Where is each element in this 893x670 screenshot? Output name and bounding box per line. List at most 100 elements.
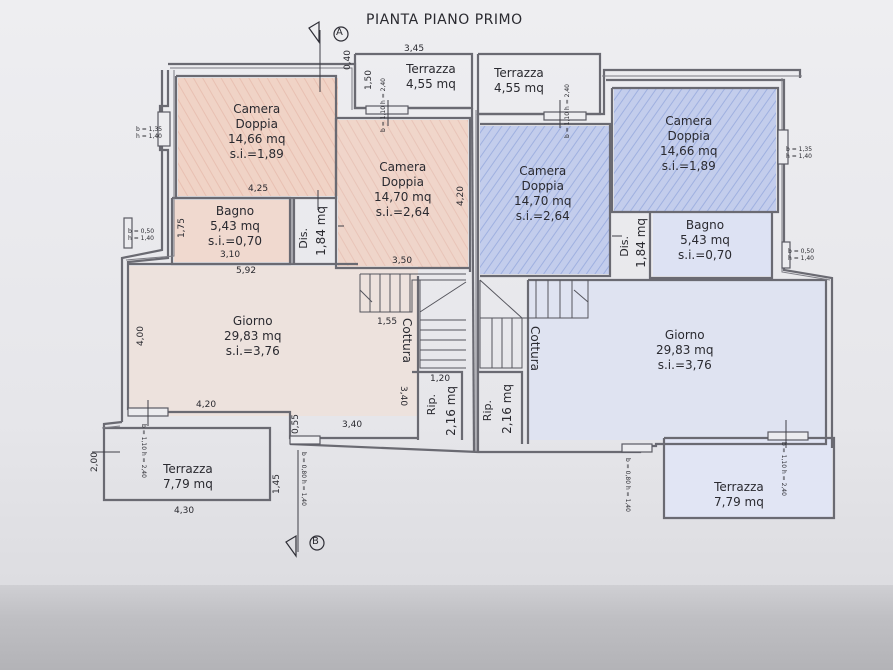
dis-left-label: Dis. [297,228,310,249]
dimension-label: 3,10 [220,250,241,260]
room-area: 5,43 mq [210,219,260,233]
room-name-2: Doppia [667,129,710,143]
window-label: b = 0,50 h = 1,40 [128,228,154,242]
window-width: b = 1,10 [140,424,147,451]
rip-left-label: Rip. [425,394,438,416]
window-label: b = 0,80 h = 1,40 [624,458,631,512]
room-area: 14,66 mq [228,132,286,146]
dimension-label: 2,00 [90,452,100,473]
fill-giorno-right [528,280,826,440]
room-name: Camera [519,164,567,178]
dimension-label: 3,45 [404,44,425,54]
room-area: 7,79 mq [714,495,764,509]
room-terrazza-top-right: Terrazza 4,55 mq [494,66,544,96]
room-si: s.i.=0,70 [208,234,262,248]
rip-area-left: 2,16 mq [444,386,458,436]
window-height: h = 1,40 [624,485,631,512]
room-name: Giorno [232,314,273,328]
dimension-label: 1,45 [272,474,282,495]
window-height: h = 1,40 [786,153,813,160]
room-area: 14,70 mq [514,194,572,208]
room-si: s.i.=0,70 [678,248,732,262]
table-surface [0,585,893,670]
window-width: b = 1,10 [564,111,571,138]
window-height: h = 1,40 [300,479,307,506]
room-giorno-left: Giorno 29,83 mq s.i.=3,76 [224,314,281,359]
fill-camera-left [178,78,338,196]
dis-right-label: Dis. [618,236,631,257]
room-camera-center-left: Camera Doppia 14,70 mq s.i.=2,64 [374,160,431,220]
fill-terrazza-bottom-right [664,438,832,518]
section-a-label: A [336,27,343,38]
room-terrazza-bottom-left: Terrazza 7,79 mq [163,462,213,492]
room-si: s.i.=1,89 [229,147,284,161]
room-name: Terrazza [163,462,213,476]
room-name: Terrazza [714,480,764,494]
room-area: 4,55 mq [494,81,544,95]
dimension-label: 1,75 [177,218,187,239]
room-camera-left: Camera Doppia 14,66 mq s.i.=1,89 [228,102,285,162]
window-label: b = 1,10 h = 2,40 [564,84,571,138]
stairs [359,273,589,369]
room-area: 4,55 mq [406,77,456,91]
room-name-2: Doppia [521,179,564,193]
section-b-label: B [312,536,319,547]
fill-camera-center-right [480,126,610,274]
dimension-label: 0,40 [343,50,353,71]
fill-bagno-right [653,212,771,276]
room-camera-right: Camera Doppia 14,66 mq s.i.=1,89 [660,114,717,174]
floor-plan-drawing [92,20,836,558]
room-si: s.i.=2,64 [375,205,430,219]
window-label: b = 0,80 h = 1,40 [300,452,307,506]
section-marker-b [285,534,325,558]
window-height: h = 1,40 [136,133,163,140]
window-height: h = 2,40 [564,84,571,111]
dimension-label: 5,92 [236,266,257,276]
room-area: 29,83 mq [656,343,714,357]
dimension-label: 4,30 [174,506,195,516]
room-si: s.i.=3,76 [657,358,712,372]
dimension-label: 4,20 [456,186,466,207]
room-si: s.i.=1,89 [661,159,716,173]
window-width: b = 0,50 [788,248,815,255]
dimension-label: 1,50 [364,70,374,91]
room-giorno-right: Giorno 29,83 mq s.i.=3,76 [656,328,713,373]
dimension-label: 4,00 [136,326,146,347]
room-name: Terrazza [406,62,456,76]
window-width: b = 1,35 [786,146,813,153]
page-title: PIANTA PIANO PRIMO [366,12,523,28]
dimension-label: 3,50 [392,256,413,266]
section-lines [92,30,787,552]
cottura-right-label: Cottura [528,326,542,372]
room-name: Camera [233,102,281,116]
window-width: b = 0,80 [624,458,631,485]
rip-right-label: Rip. [481,400,494,422]
section-marker-a [308,20,349,44]
dimension-label: 4,20 [196,400,217,410]
thin-wall-lines [101,67,831,452]
wall-lines [102,52,836,520]
window-label: b = 1,10 h = 2,40 [380,78,387,132]
window-width: b = 1,10 [780,442,787,469]
dimension-label: 3,40 [342,420,363,430]
window-label: b = 1,10 h = 2,40 [780,442,787,496]
left-unit-fills [128,78,468,416]
dimension-label: 0,55 [291,414,301,435]
room-bagno-right: Bagno 5,43 mq s.i.=0,70 [678,218,732,263]
room-area: 29,83 mq [224,329,282,343]
room-terrazza-bottom-right: Terrazza 7,79 mq [714,480,764,510]
dimension-label: 1,20 [430,374,451,384]
window-height: h = 2,40 [780,469,787,496]
window-label: b = 0,50 h = 1,40 [788,248,814,262]
room-name: Bagno [685,218,725,232]
room-bagno-left: Bagno 5,43 mq s.i.=0,70 [208,204,262,249]
room-area: 14,66 mq [660,144,718,158]
room-name: Bagno [215,204,255,218]
fill-bagno-left [174,200,290,262]
window-label: b = 1,10 h = 2,40 [140,424,147,478]
window-height: h = 2,40 [140,451,147,478]
fill-camera-right [614,88,776,212]
dimension-label: 4,25 [248,184,269,194]
room-terrazza-top-left: Terrazza 4,55 mq [406,62,456,92]
window-width: b = 1,35 [136,126,163,133]
